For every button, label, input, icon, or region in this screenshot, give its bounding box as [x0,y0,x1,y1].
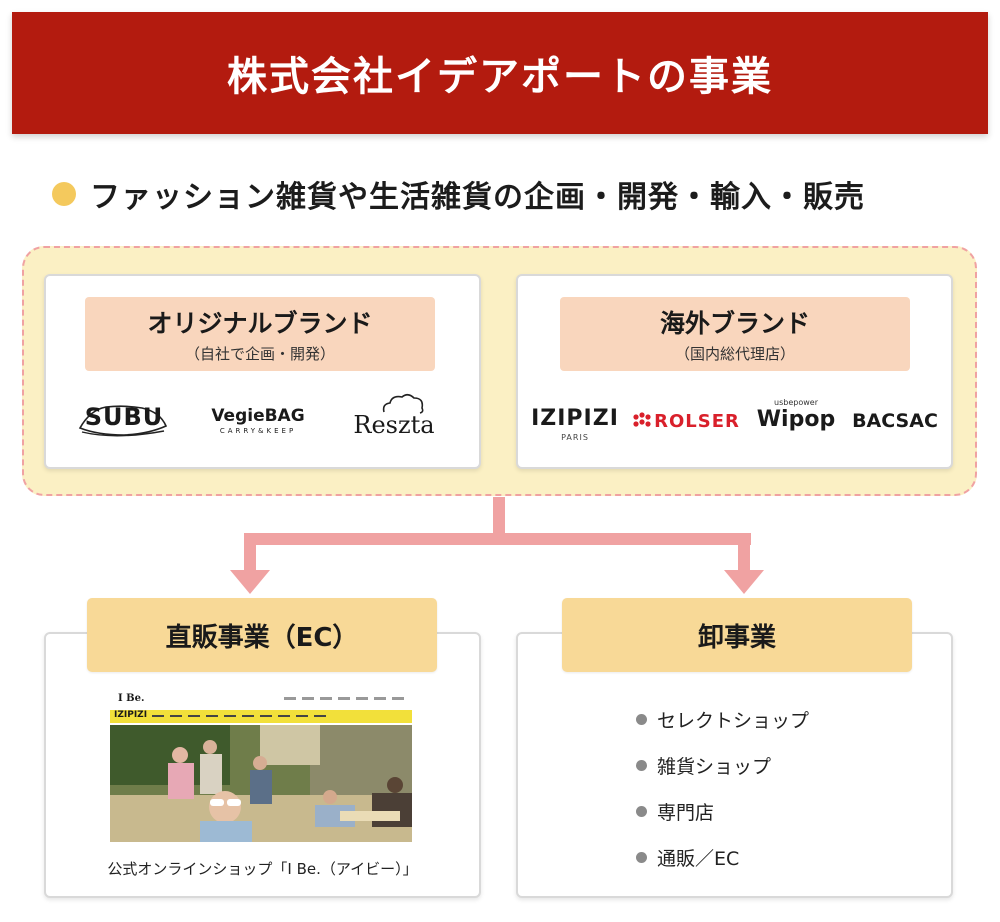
site-logo: I Be. [118,693,145,704]
original-brand-title: オリジナルブランド [147,309,373,338]
list-item: 通販／EC [636,834,936,880]
cloud-icon [382,393,424,414]
page-title: 株式会社イデアポートの事業 [227,54,773,100]
wholesale-card [516,632,953,898]
rolser-logo: ROLSER [632,404,740,438]
site-topbar: I Be. [110,692,412,708]
wipop-logo: usbepower Wipop [754,392,838,438]
bullet-icon [636,851,647,863]
original-brand-header: オリジナルブランド （自社で企画・開発） [85,297,435,371]
list-item-label: セレクトショップ [657,709,810,732]
bullet-icon [636,805,647,817]
list-item: 雑貨ショップ [636,742,936,788]
list-item-label: 専門店 [657,801,715,824]
overseas-brand-header: 海外ブランド （国内総代理店） [560,297,910,371]
wholesale-list: セレクトショップ 雑貨ショップ 専門店 通販／EC [636,696,936,880]
overseas-brand-title: 海外ブランド [659,309,810,338]
wholesale-title: 卸事業 [697,622,776,653]
subu-logo-text: SUBU [84,403,164,431]
subtitle: ファッション雑貨や生活雑貨の企画・開発・輸入・販売 [90,180,865,215]
overseas-brand-subtitle: （国内総代理店） [674,345,795,363]
list-item-label: 雑貨ショップ [657,755,772,778]
site-top-links [284,697,404,700]
bullet-icon [636,713,647,725]
vegiebag-logo: VegieBAG CARRY&KEEP [206,400,310,440]
website-screenshot: I Be. IZIPIZI [110,692,412,842]
wipop-logo-text: Wipop [756,407,836,432]
list-item: 専門店 [636,788,936,834]
dots-icon [633,412,651,427]
site-nav-logo: IZIPIZI [114,710,148,720]
site-nav-links [152,715,332,717]
reszta-logo: Reszta [342,392,446,442]
sandal-icon [78,405,168,437]
original-brand-subtitle: （自社で企画・開発） [184,345,335,363]
vegiebag-logo-text: VegieBAG [211,405,305,426]
bullet-icon [52,182,76,206]
arrow-left-icon [230,570,270,594]
izipizi-logo: IZIPIZI PARIS [528,400,622,448]
bacsac-logo-text: BACSAC [852,410,938,432]
list-item-label: 通販／EC [657,847,740,870]
subu-logo: SUBU [76,392,172,442]
vegiebag-tagline: CARRY&KEEP [219,426,297,435]
bacsac-logo: BACSAC [846,404,944,438]
direct-sales-header: 直販事業（EC） [87,598,437,672]
list-item: セレクトショップ [636,696,936,742]
reszta-logo-text: Reszta [353,411,435,439]
wipop-tagline: usbepower [774,398,818,407]
subtitle-row: ファッション雑貨や生活雑貨の企画・開発・輸入・販売 [52,166,865,222]
site-hero-photo [110,725,412,842]
online-shop-caption: 公式オンラインショップ「I Be.（アイビー）」 [107,860,418,878]
arrow-right-icon [724,570,764,594]
izipizi-logo-text: IZIPIZI [531,406,619,431]
title-banner: 株式会社イデアポートの事業 [12,12,988,134]
site-navbar: IZIPIZI [110,710,412,723]
rolser-logo-text: ROLSER [654,410,740,432]
izipizi-tagline: PARIS [561,433,589,442]
bullet-icon [636,759,647,771]
direct-sales-title: 直販事業（EC） [165,622,359,653]
wholesale-header: 卸事業 [562,598,912,672]
